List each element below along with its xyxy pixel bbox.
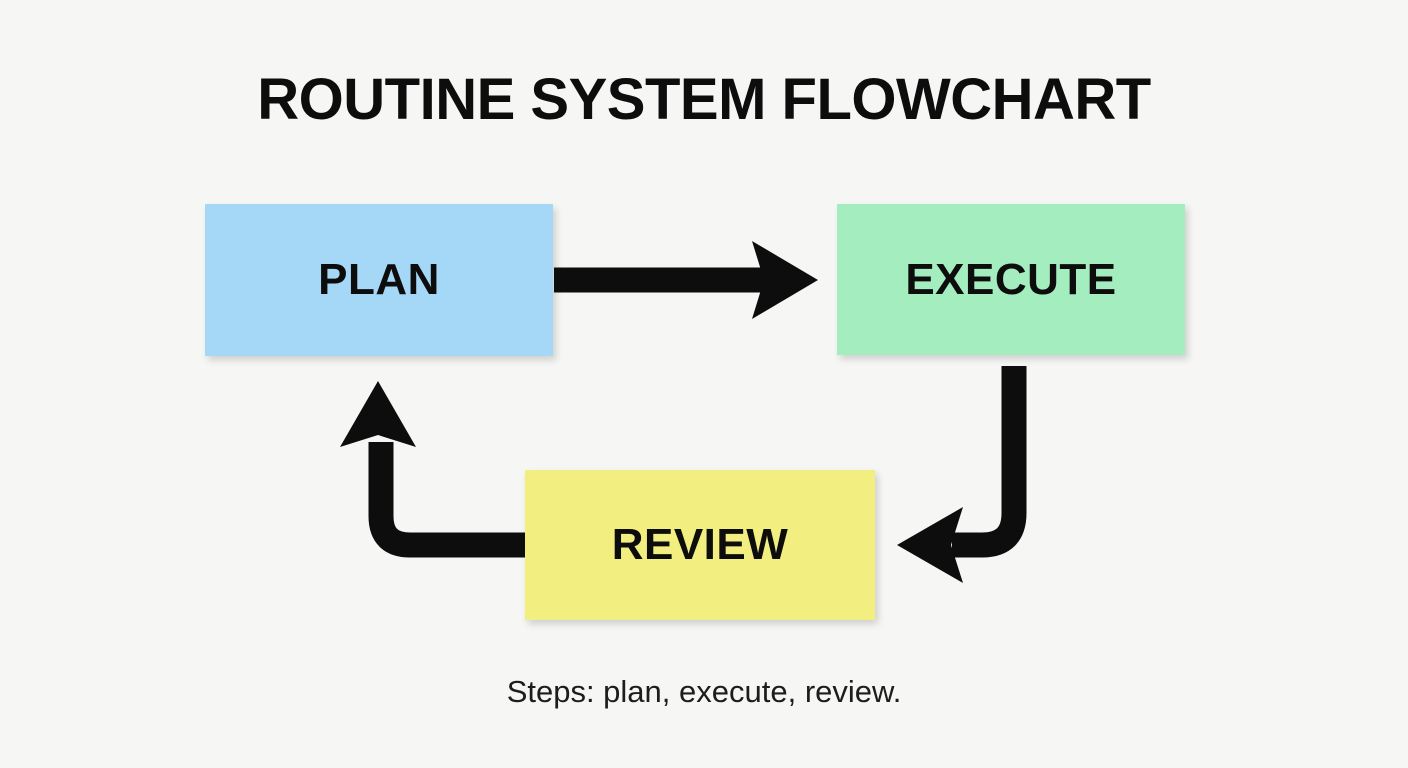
arrow-review-to-plan-shaft [368, 442, 525, 558]
node-review-label: REVIEW [611, 520, 789, 569]
page-title: ROUTINE SYSTEM FLOWCHART [257, 67, 1151, 132]
node-plan: PLAN [205, 204, 553, 356]
arrow-plan-to-execute-head [752, 241, 818, 319]
node-execute: EXECUTE [837, 204, 1185, 355]
node-execute-label: EXECUTE [905, 254, 1117, 304]
steps-caption: Steps: plan, execute, review. [506, 674, 902, 709]
arrow-review-to-plan-head [340, 381, 416, 447]
arrow-execute-to-review-head [897, 507, 963, 583]
node-plan-label: PLAN [318, 255, 440, 304]
arrow-execute-to-review-shaft [952, 366, 1027, 558]
node-review: REVIEW [525, 470, 875, 620]
